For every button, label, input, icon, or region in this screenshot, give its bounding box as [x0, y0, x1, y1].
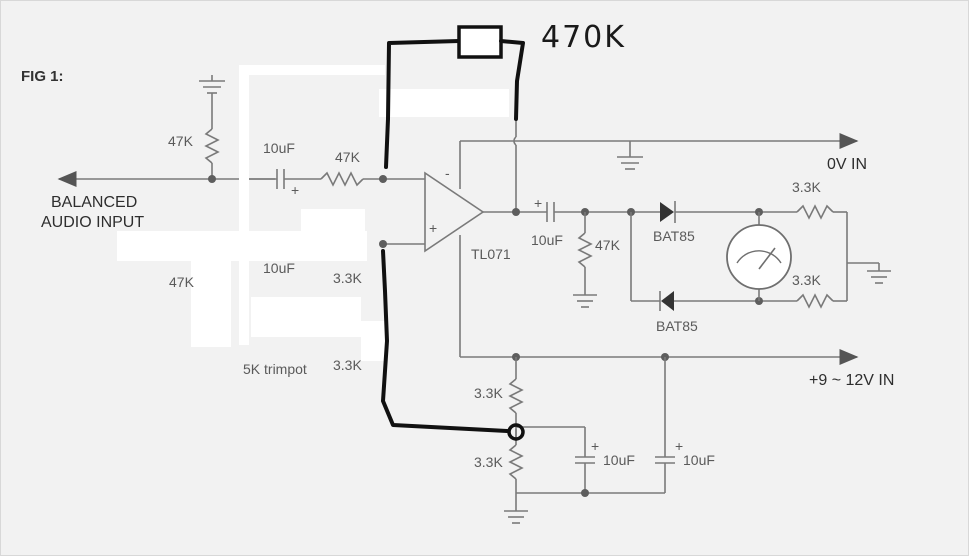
handwritten-feedback-wire — [384, 25, 525, 169]
label-cap-plus: + — [534, 195, 542, 211]
label-cap-plus: + — [291, 182, 299, 198]
ground-symbol-input — [199, 75, 225, 94]
label-r-meter-bottom: 3.3K — [792, 272, 821, 288]
label-opamp-plus: + — [429, 220, 437, 236]
label-r-input-shunt: 47K — [168, 133, 194, 149]
capacitor-output — [546, 202, 660, 222]
node-dot — [581, 489, 589, 497]
label-diode-bottom: BAT85 — [656, 318, 698, 334]
handwritten-bias-wire — [381, 249, 525, 441]
label-r-div-top: 3.3K — [474, 385, 503, 401]
resistor-input-shunt — [204, 93, 220, 179]
figure-title: FIG 1: — [21, 68, 64, 85]
label-audio-input: AUDIO INPUT — [41, 214, 144, 231]
capacitor-divider — [575, 427, 595, 493]
label-c-div: 10uF — [603, 452, 635, 468]
capacitor-supply — [655, 357, 675, 493]
whiteout-patches — [117, 65, 509, 361]
resistor-divider-bottom — [508, 429, 524, 511]
label-rail-supply: +9 ~ 12V IN — [809, 372, 894, 389]
label-c-out: 10uF — [531, 232, 563, 248]
node-dot — [379, 240, 387, 248]
label-r-div-bottom: 3.3K — [474, 454, 503, 470]
label-r-input-top: 47K — [335, 149, 361, 165]
ground-symbol-divider — [504, 510, 528, 524]
label-diode-top: BAT85 — [653, 228, 695, 244]
capacitor-input-top — [241, 169, 321, 189]
label-c-input-top: 10uF — [263, 140, 295, 156]
node-dot — [208, 175, 216, 183]
label-cap-plus: + — [675, 438, 683, 454]
resistor-meter-bottom — [796, 293, 847, 309]
label-r-trim: 3.3K — [333, 357, 362, 373]
resistor-meter-top — [796, 204, 848, 301]
resistor-output-shunt — [573, 212, 597, 308]
opamp-tl071 — [424, 141, 485, 357]
wire-crossover — [513, 136, 517, 146]
label-r-meter-top: 3.3K — [792, 179, 821, 195]
label-r-shunt-lower: 47K — [169, 274, 195, 290]
resistor-input-top — [320, 171, 425, 187]
label-c-supply: 10uF — [683, 452, 715, 468]
label-cap-plus: + — [591, 438, 599, 454]
label-balanced: BALANCED — [51, 194, 137, 211]
node-dot — [512, 208, 520, 216]
label-opamp: TL071 — [471, 246, 511, 262]
diode-bat85-top — [660, 201, 797, 223]
label-rail-0v: 0V IN — [827, 156, 867, 173]
diode-bat85-bottom — [659, 291, 797, 311]
label-opamp-minus: - — [445, 165, 450, 181]
label-trimpot: 5K trimpot — [243, 361, 307, 377]
ground-symbol-meter — [847, 262, 891, 284]
label-r-input-bottom: 3.3K — [333, 270, 362, 286]
label-c-input-bottom: 10uF — [263, 260, 295, 276]
ground-symbol-rail — [617, 141, 643, 170]
node-dot — [379, 175, 387, 183]
handwritten-label-470k: 470K — [541, 20, 626, 55]
meter-icon — [726, 224, 792, 290]
label-r-output-shunt: 47K — [595, 237, 621, 253]
handwritten-470k-resistor — [457, 25, 503, 59]
